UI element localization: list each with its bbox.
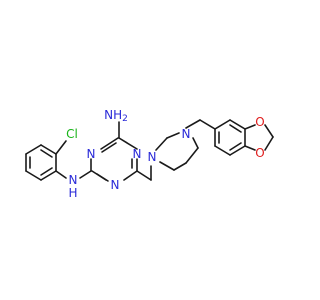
bond [264,136,274,151]
bond [244,124,256,130]
bond [123,170,138,181]
bond [25,144,42,155]
bond [166,132,180,139]
bond [40,170,57,181]
bond [185,119,201,129]
bond [244,145,256,151]
piperazine-n-right-label: N [182,127,191,141]
amine-nh2-label: NH2 [104,108,128,124]
bond [25,170,42,181]
bond [214,119,231,130]
bond [55,140,67,155]
molecule-canvas: NH2 N N N N H Cl N N O O [25,108,274,200]
dioxole-o-top-label: O [255,115,264,129]
bond-layer [25,119,274,182]
bond [192,137,199,149]
bond [96,173,109,182]
bond [55,170,67,179]
bond [40,144,57,155]
bond [40,167,53,176]
atom-label-layer: NH2 N N N N H Cl N N O O [66,108,265,200]
dioxole-o-bottom-label: O [255,146,264,160]
bond [229,119,246,130]
chlorine-label: Cl [66,127,78,141]
bond [100,137,119,150]
bond [79,170,92,179]
bond [173,162,187,171]
bond [155,137,168,151]
triazine-n-top-right-label: N [133,147,142,161]
triazine-n-bottom-label: N [111,178,120,192]
amine-subscript: 2 [122,114,128,124]
bond [199,119,216,130]
bond [159,161,175,171]
piperazine-n-left-label: N [148,150,157,164]
bond [118,137,138,150]
bond [40,149,53,158]
bond [136,170,152,181]
bond [101,142,117,153]
bond [229,142,242,151]
bond [229,124,242,133]
bond [229,145,246,156]
molecule-structure: NH2 N N N N H Cl N N O O [25,108,274,200]
bond [214,145,231,156]
amine-nh-label: N [69,173,78,187]
bond [185,147,199,164]
triazine-n-top-left-label: N [87,147,96,161]
bond [264,124,274,138]
amine-h-label: H [68,186,77,200]
